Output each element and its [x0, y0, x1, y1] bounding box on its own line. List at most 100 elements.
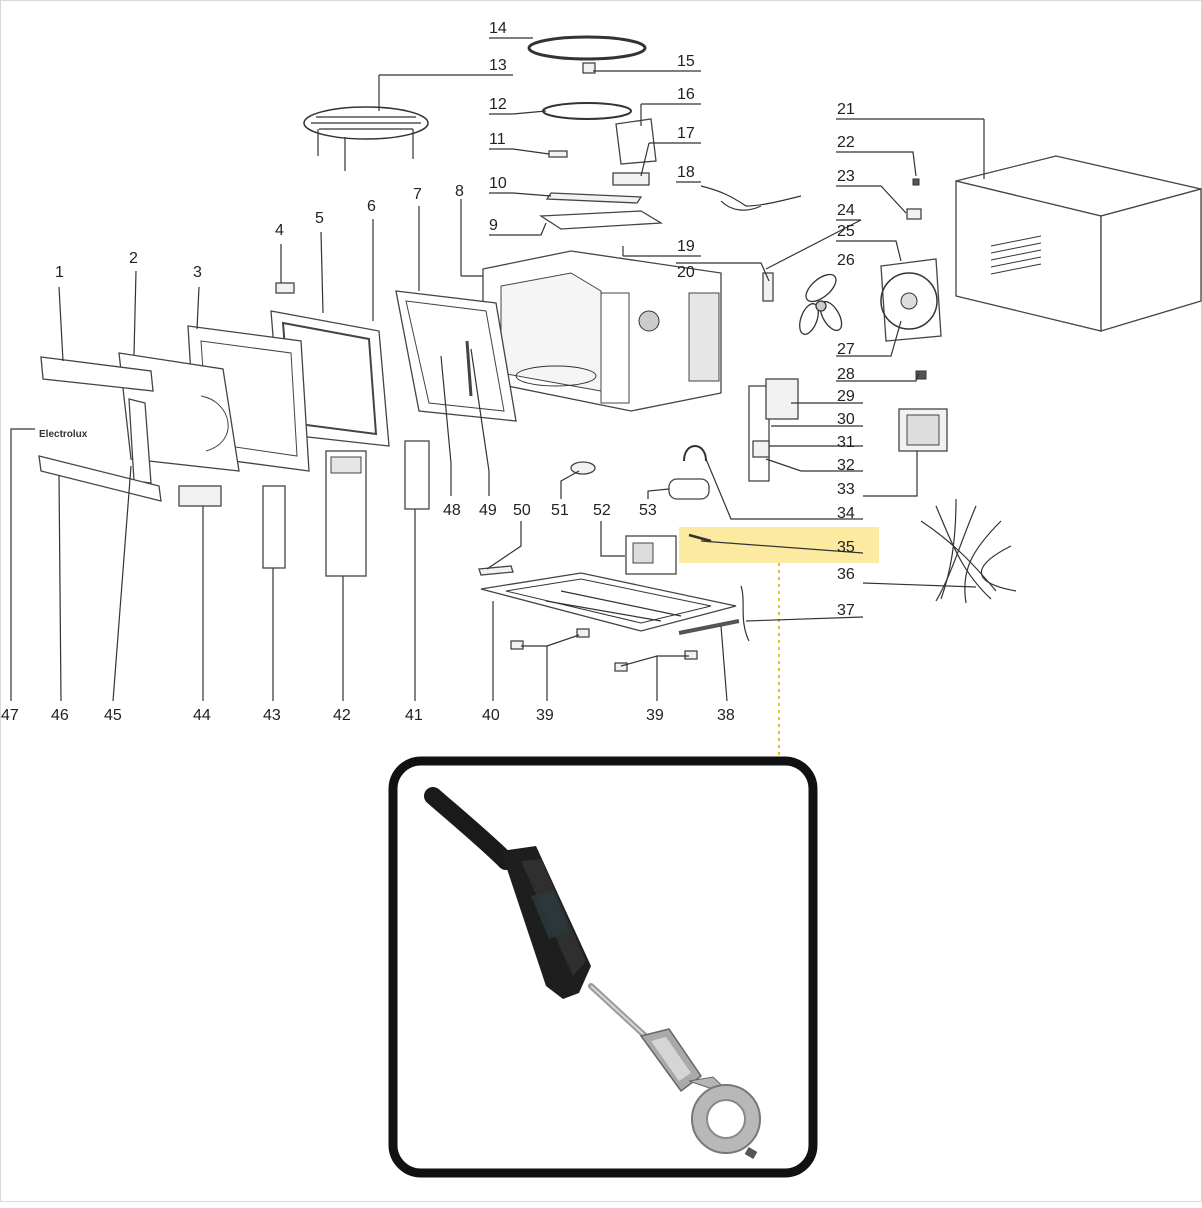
- callout-22: 22: [837, 134, 855, 151]
- leader-lines: [10, 37, 985, 702]
- diode-detail-photo: [424, 787, 761, 1159]
- part-door-top-trim: [40, 356, 154, 392]
- callout-34: 34: [837, 505, 855, 522]
- part-fan-housing: [880, 258, 942, 342]
- part-control-panel: [325, 450, 367, 577]
- callout-37: 37: [837, 602, 855, 619]
- part-screw-22: [912, 178, 920, 186]
- callout-36: 36: [837, 566, 855, 583]
- callout-38: 38: [717, 707, 735, 724]
- part-foot-a: [510, 640, 524, 650]
- callout-7: 7: [413, 186, 422, 203]
- callout-2: 2: [129, 250, 138, 267]
- brand-label: Electrolux: [39, 429, 88, 440]
- callout-44: 44: [193, 707, 211, 724]
- callout-28: 28: [837, 366, 855, 383]
- part-turntable-ring: [527, 35, 647, 61]
- callout-47: 47: [1, 707, 19, 724]
- part-clip-23: [906, 208, 922, 220]
- callout-53: 53: [639, 502, 657, 519]
- callout-40: 40: [482, 707, 500, 724]
- part-grill-rack: [303, 106, 429, 171]
- callout-numbers: 14 15 13 12 16 11 17 10 18 9 19 8 20 21 …: [1, 20, 855, 724]
- callout-50: 50: [513, 502, 531, 519]
- part-roller-ring: [542, 102, 632, 120]
- callout-31: 31: [837, 434, 855, 451]
- callout-14: 14: [489, 20, 507, 37]
- part-lamp-24: [762, 272, 774, 302]
- part-wire-harness-18: [700, 185, 802, 211]
- callout-52: 52: [593, 502, 611, 519]
- detail-inset: [388, 756, 818, 1178]
- callout-8: 8: [455, 183, 464, 200]
- callout-45: 45: [104, 707, 122, 724]
- part-clip-28: [915, 370, 927, 380]
- part-bracket-17: [612, 172, 650, 186]
- part-latch-44: [178, 485, 222, 507]
- part-foot-d: [684, 650, 698, 660]
- part-outer-case: [955, 155, 1202, 332]
- callout-19: 19: [677, 238, 695, 255]
- part-panel-41: [404, 440, 430, 510]
- part-capacitor: [668, 478, 710, 500]
- part-hinge-4: [275, 282, 295, 294]
- callout-33: 33: [837, 481, 855, 498]
- callout-41: 41: [405, 707, 423, 724]
- callout-39a: 39: [536, 707, 554, 724]
- highlight-box: [679, 527, 879, 563]
- part-knob-51: [570, 461, 596, 475]
- callout-6: 6: [367, 198, 376, 215]
- part-diode-small: [688, 533, 712, 543]
- callout-21: 21: [837, 101, 855, 118]
- part-wire-bundle-36: [920, 498, 1017, 604]
- part-foot-b: [576, 628, 590, 638]
- callout-20: 20: [677, 264, 695, 281]
- part-switch-assembly: [748, 378, 799, 482]
- callout-42: 42: [333, 707, 351, 724]
- callout-1: 1: [55, 264, 64, 281]
- callout-10: 10: [489, 175, 507, 192]
- callout-18: 18: [677, 164, 695, 181]
- callout-26: 26: [837, 252, 855, 269]
- callout-3: 3: [193, 264, 202, 281]
- part-foot-c: [614, 662, 628, 672]
- part-rod-38: [678, 619, 740, 635]
- part-transformer: [898, 408, 948, 452]
- callout-48: 48: [443, 502, 461, 519]
- callout-9: 9: [489, 217, 498, 234]
- callout-17: 17: [677, 125, 695, 142]
- part-door-bottom-trim: [38, 455, 162, 502]
- callout-27: 27: [837, 341, 855, 358]
- part-inner-frame-7: [395, 290, 517, 422]
- part-magnetron: [625, 535, 677, 575]
- callout-25: 25: [837, 223, 855, 240]
- callout-32: 32: [837, 457, 855, 474]
- callout-49: 49: [479, 502, 497, 519]
- callout-13: 13: [489, 57, 507, 74]
- callout-11: 11: [489, 131, 506, 148]
- part-bar-50: [478, 565, 514, 576]
- callout-29: 29: [837, 388, 855, 405]
- part-base-plate: [480, 572, 737, 632]
- callout-39b: 39: [646, 707, 664, 724]
- part-clamp-34: [683, 445, 707, 462]
- part-clip-11: [548, 150, 568, 158]
- callout-30: 30: [837, 411, 855, 428]
- callout-12: 12: [489, 96, 507, 113]
- callout-35: 35: [837, 539, 855, 556]
- callout-4: 4: [275, 222, 284, 239]
- part-film-43: [262, 485, 286, 569]
- callout-51: 51: [551, 502, 569, 519]
- part-door-handle: [128, 398, 152, 484]
- callout-23: 23: [837, 168, 855, 185]
- callout-16: 16: [677, 86, 695, 103]
- part-wire-37: [740, 585, 750, 642]
- callout-43: 43: [263, 707, 281, 724]
- callout-15: 15: [677, 53, 695, 70]
- callout-46: 46: [51, 707, 69, 724]
- callout-24: 24: [837, 202, 855, 219]
- part-coupler: [582, 62, 596, 74]
- part-plate-9: [538, 210, 664, 230]
